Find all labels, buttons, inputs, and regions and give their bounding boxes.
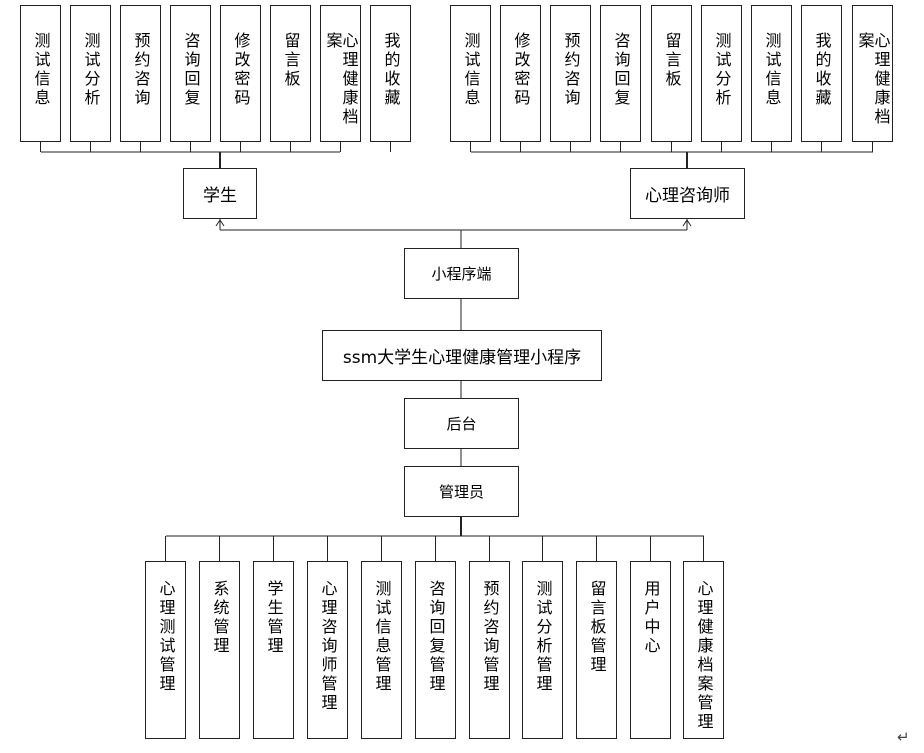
student-module-box: 心理健康档案 [320, 5, 361, 142]
counselor-module-label: 测试分析 [712, 32, 732, 108]
arrow-head-icon [682, 219, 692, 227]
admin-module-box: 留言板管理 [576, 561, 617, 739]
counselor-module-box: 修改密码 [500, 5, 541, 142]
counselor-module-label: 测试信息 [762, 32, 782, 108]
return-mark-icon: ↵ [897, 728, 910, 746]
student-module-box: 测试分析 [70, 5, 111, 142]
counselor-module-box: 咨询回复 [600, 5, 641, 142]
admin-module-box: 咨询回复管理 [415, 561, 456, 739]
student-module-box: 测试信息 [20, 5, 61, 142]
admin-label: 管理员 [438, 483, 484, 501]
counselor-module-label: 我的收藏 [812, 32, 832, 108]
counselor-node: 心理咨询师 [630, 168, 745, 219]
admin-module-label: 心理健康档案管理 [694, 580, 714, 732]
student-module-box: 咨询回复 [170, 5, 211, 142]
counselor-module-box: 心理健康档案 [852, 5, 893, 142]
admin-module-box: 心理咨询师管理 [307, 561, 348, 739]
student-label: 学生 [203, 186, 237, 206]
counselor-module-box: 留言板 [651, 5, 692, 142]
student-module-label: 测试信息 [31, 32, 51, 108]
admin-module-box: 测试信息管理 [361, 561, 402, 739]
admin-module-label: 咨询回复管理 [426, 580, 446, 694]
admin-module-label: 心理咨询师管理 [318, 580, 338, 713]
student-module-label: 心理健康档案 [323, 32, 359, 127]
admin-module-label: 测试信息管理 [372, 580, 392, 694]
counselor-module-label: 咨询回复 [611, 32, 631, 108]
counselor-module-label: 心理健康档案 [855, 32, 891, 127]
student-module-label: 预约咨询 [131, 32, 151, 108]
student-module-box: 修改密码 [220, 5, 261, 142]
miniprogram-node: 小程序端 [404, 248, 519, 299]
counselor-module-box: 测试信息 [751, 5, 792, 142]
counselor-module-box: 预约咨询 [550, 5, 591, 142]
admin-module-box: 心理测试管理 [145, 561, 186, 739]
admin-module-label: 学生管理 [264, 580, 284, 656]
student-module-label: 我的收藏 [381, 32, 401, 108]
student-module-box: 我的收藏 [370, 5, 411, 142]
student-module-box: 留言板 [270, 5, 311, 142]
admin-module-label: 留言板管理 [587, 580, 607, 675]
admin-module-box: 学生管理 [253, 561, 294, 739]
student-node: 学生 [183, 168, 257, 219]
student-module-label: 留言板 [281, 32, 301, 89]
student-module-label: 测试分析 [81, 32, 101, 108]
admin-module-label: 预约咨询管理 [480, 580, 500, 694]
admin-module-label: 系统管理 [210, 580, 230, 656]
student-module-label: 修改密码 [231, 32, 251, 108]
counselor-module-box: 测试信息 [450, 5, 491, 142]
student-module-box: 预约咨询 [120, 5, 161, 142]
miniprogram-label: 小程序端 [431, 265, 492, 283]
backend-node: 后台 [404, 398, 519, 449]
counselor-module-label: 修改密码 [511, 32, 531, 108]
admin-node: 管理员 [404, 466, 519, 517]
admin-module-label: 用户中心 [641, 580, 661, 656]
admin-module-box: 用户中心 [630, 561, 671, 739]
counselor-module-label: 预约咨询 [561, 32, 581, 108]
admin-module-box: 预约咨询管理 [469, 561, 510, 739]
backend-label: 后台 [446, 415, 477, 433]
counselor-module-label: 测试信息 [461, 32, 481, 108]
counselor-label: 心理咨询师 [645, 186, 730, 206]
arrow-head-icon [215, 219, 225, 227]
admin-module-box: 系统管理 [199, 561, 240, 739]
admin-module-box: 测试分析管理 [522, 561, 563, 739]
counselor-module-box: 我的收藏 [801, 5, 842, 142]
counselor-module-label: 留言板 [662, 32, 682, 89]
counselor-module-box: 测试分析 [701, 5, 742, 142]
root-node: ssm大学生心理健康管理小程序 [322, 330, 602, 381]
admin-module-box: 心理健康档案管理 [683, 561, 724, 739]
admin-module-label: 心理测试管理 [156, 580, 176, 694]
root-label: ssm大学生心理健康管理小程序 [342, 348, 582, 368]
admin-module-label: 测试分析管理 [533, 580, 553, 694]
student-module-label: 咨询回复 [181, 32, 201, 108]
